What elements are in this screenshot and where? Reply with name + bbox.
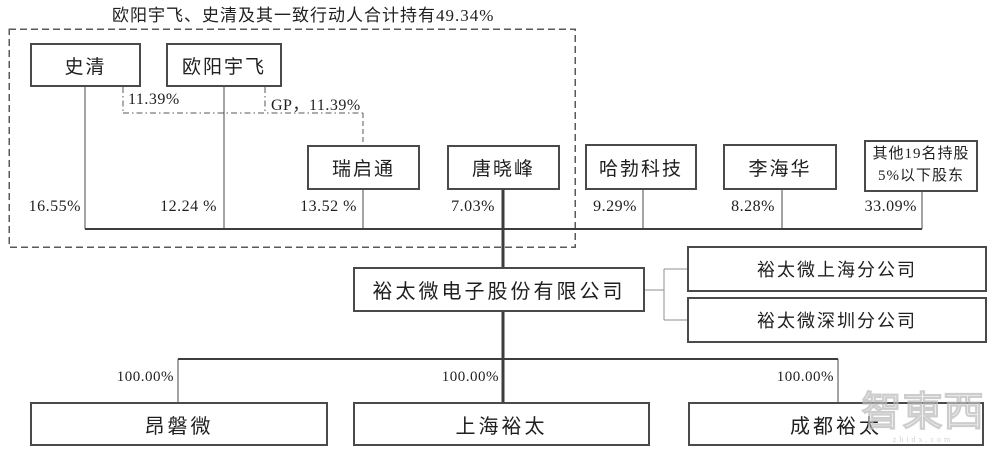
holding-label-lihaihua: 8.28% (731, 198, 775, 215)
shareholder-name: 瑞启通 (331, 159, 395, 180)
company-name: 裕太微电子股份有限公司 (372, 281, 626, 303)
subsidiary-holding-label-2: 100.00% (441, 369, 499, 385)
branch-name: 裕太微上海分公司 (757, 260, 917, 280)
branch-name: 裕太微深圳分公司 (757, 311, 917, 331)
holding-label-ouyang: 12.24 % (160, 198, 217, 215)
subsidiary-name: 成都裕太 (790, 415, 882, 438)
shareholder-name-line1: 其他19名持股 (872, 146, 970, 163)
shareholder-name: 欧阳宇飞 (181, 56, 266, 78)
diagram-title: 欧阳宇飞、史清及其一致行动人合计持有49.34% (112, 6, 495, 25)
subsidiary-box-chengduyutai: 成都裕太 (688, 402, 984, 446)
holding-label-tang: 7.03% (451, 198, 495, 215)
shareholder-box-shiqing: 史清 (30, 43, 141, 87)
shareholder-box-habo: 哈勃科技 (585, 144, 697, 190)
concert-group-frame (8, 28, 576, 248)
shareholder-box-ruiqitong: 瑞启通 (307, 145, 420, 190)
subsidiary-holding-label-3: 100.00% (776, 369, 834, 385)
holding-label-ruiqitong: 13.52 % (300, 198, 357, 215)
subsidiary-holding-label-1: 100.00% (116, 369, 174, 385)
shareholder-name: 李海华 (748, 158, 812, 180)
holding-label-other-minority: 33.09% (864, 198, 917, 215)
subsidiary-box-shanghaiyutai: 上海裕太 (353, 402, 650, 446)
subsidiary-name: 昂磐微 (144, 415, 214, 438)
shareholder-name-line2: 5%以下股东 (878, 168, 964, 184)
holding-label-habo: 9.29% (593, 198, 637, 215)
shareholder-box-lihaihua: 李海华 (723, 144, 837, 190)
partnership-label-ouyang-gp: GP，11.39% (271, 97, 361, 114)
company-box: 裕太微电子股份有限公司 (353, 267, 645, 312)
shareholder-box-other-minority: 其他19名持股 5%以下股东 (864, 140, 978, 192)
subsidiary-name: 上海裕太 (455, 415, 548, 438)
shareholder-box-ouyangyufei: 欧阳宇飞 (166, 43, 282, 87)
partnership-label-shiqing: 11.39% (128, 91, 180, 108)
shareholder-name: 史清 (64, 56, 107, 78)
branch-box-shenzhen: 裕太微深圳分公司 (687, 297, 987, 343)
subsidiary-box-angpanwei: 昂磐微 (30, 402, 328, 446)
branch-box-shanghai: 裕太微上海分公司 (687, 246, 987, 292)
shareholder-name: 哈勃科技 (598, 158, 683, 180)
shareholder-name: 唐晓峰 (471, 159, 535, 180)
shareholder-box-tangxiaofeng: 唐晓峰 (447, 145, 560, 190)
holding-label-shiqing: 16.55% (28, 198, 81, 215)
